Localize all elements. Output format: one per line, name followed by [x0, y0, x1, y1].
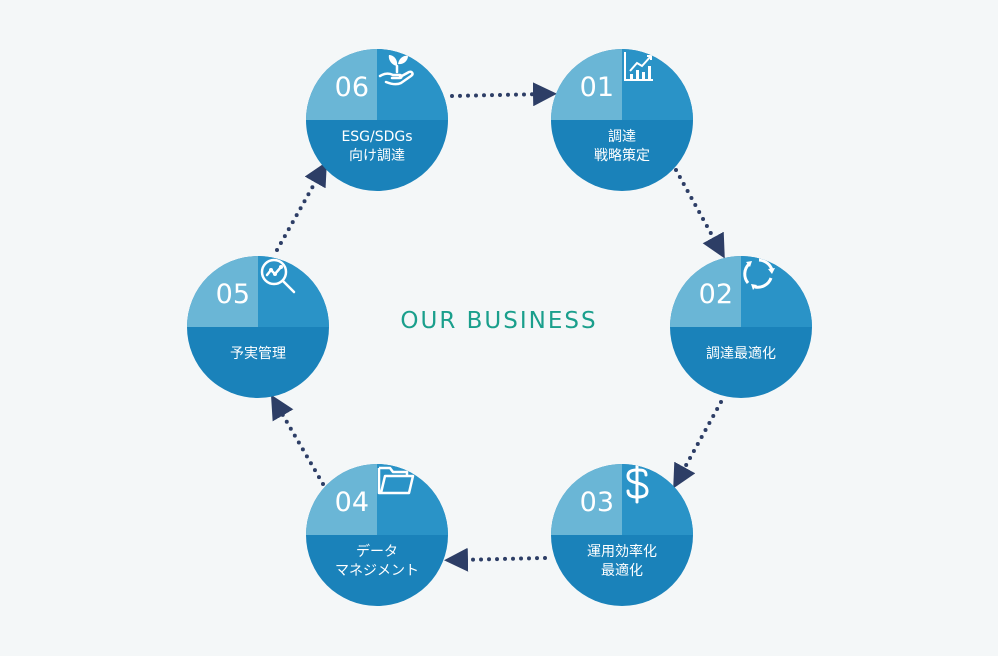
node-label: 調達 戦略策定 [594, 129, 650, 164]
cycle-arrows-icon [743, 258, 775, 290]
node-label: 調達最適化 [706, 346, 776, 362]
node-04: 04 データ マネジメント [306, 464, 448, 606]
node-02: 02 調達最適化 [670, 256, 812, 398]
node-number: 05 [187, 256, 258, 327]
arrow-01-to-02 [674, 168, 725, 259]
dollar-icon [626, 464, 649, 504]
hand-sprout-icon [378, 55, 414, 86]
node-number: 01 [551, 49, 622, 120]
arrow-06-to-01 [450, 82, 557, 107]
node-label: 予実管理 [230, 346, 286, 362]
magnifier-chart-icon [260, 258, 296, 294]
node-label: ESG/SDGs 向け調達 [341, 129, 413, 164]
node-label: データ マネジメント [335, 544, 419, 579]
node-05: 05 予実管理 [187, 256, 329, 398]
center-title: OUR BUSINESS [400, 308, 598, 334]
node-number: 03 [551, 464, 622, 535]
bar-chart-icon [624, 52, 653, 81]
node-03: 03 運用効率化 最適化 [551, 464, 693, 606]
arrow-03-to-04 [444, 547, 547, 572]
node-label: 運用効率化 最適化 [587, 544, 657, 579]
node-number: 06 [306, 49, 377, 120]
node-01: 01 調達 戦略策定 [551, 49, 693, 191]
folder-icon [377, 466, 415, 495]
node-06: 06 ESG/SDGs 向け調達 [306, 49, 448, 191]
arrow-05-to-06 [275, 161, 327, 252]
node-number: 02 [670, 256, 741, 327]
node-number: 04 [306, 464, 377, 535]
